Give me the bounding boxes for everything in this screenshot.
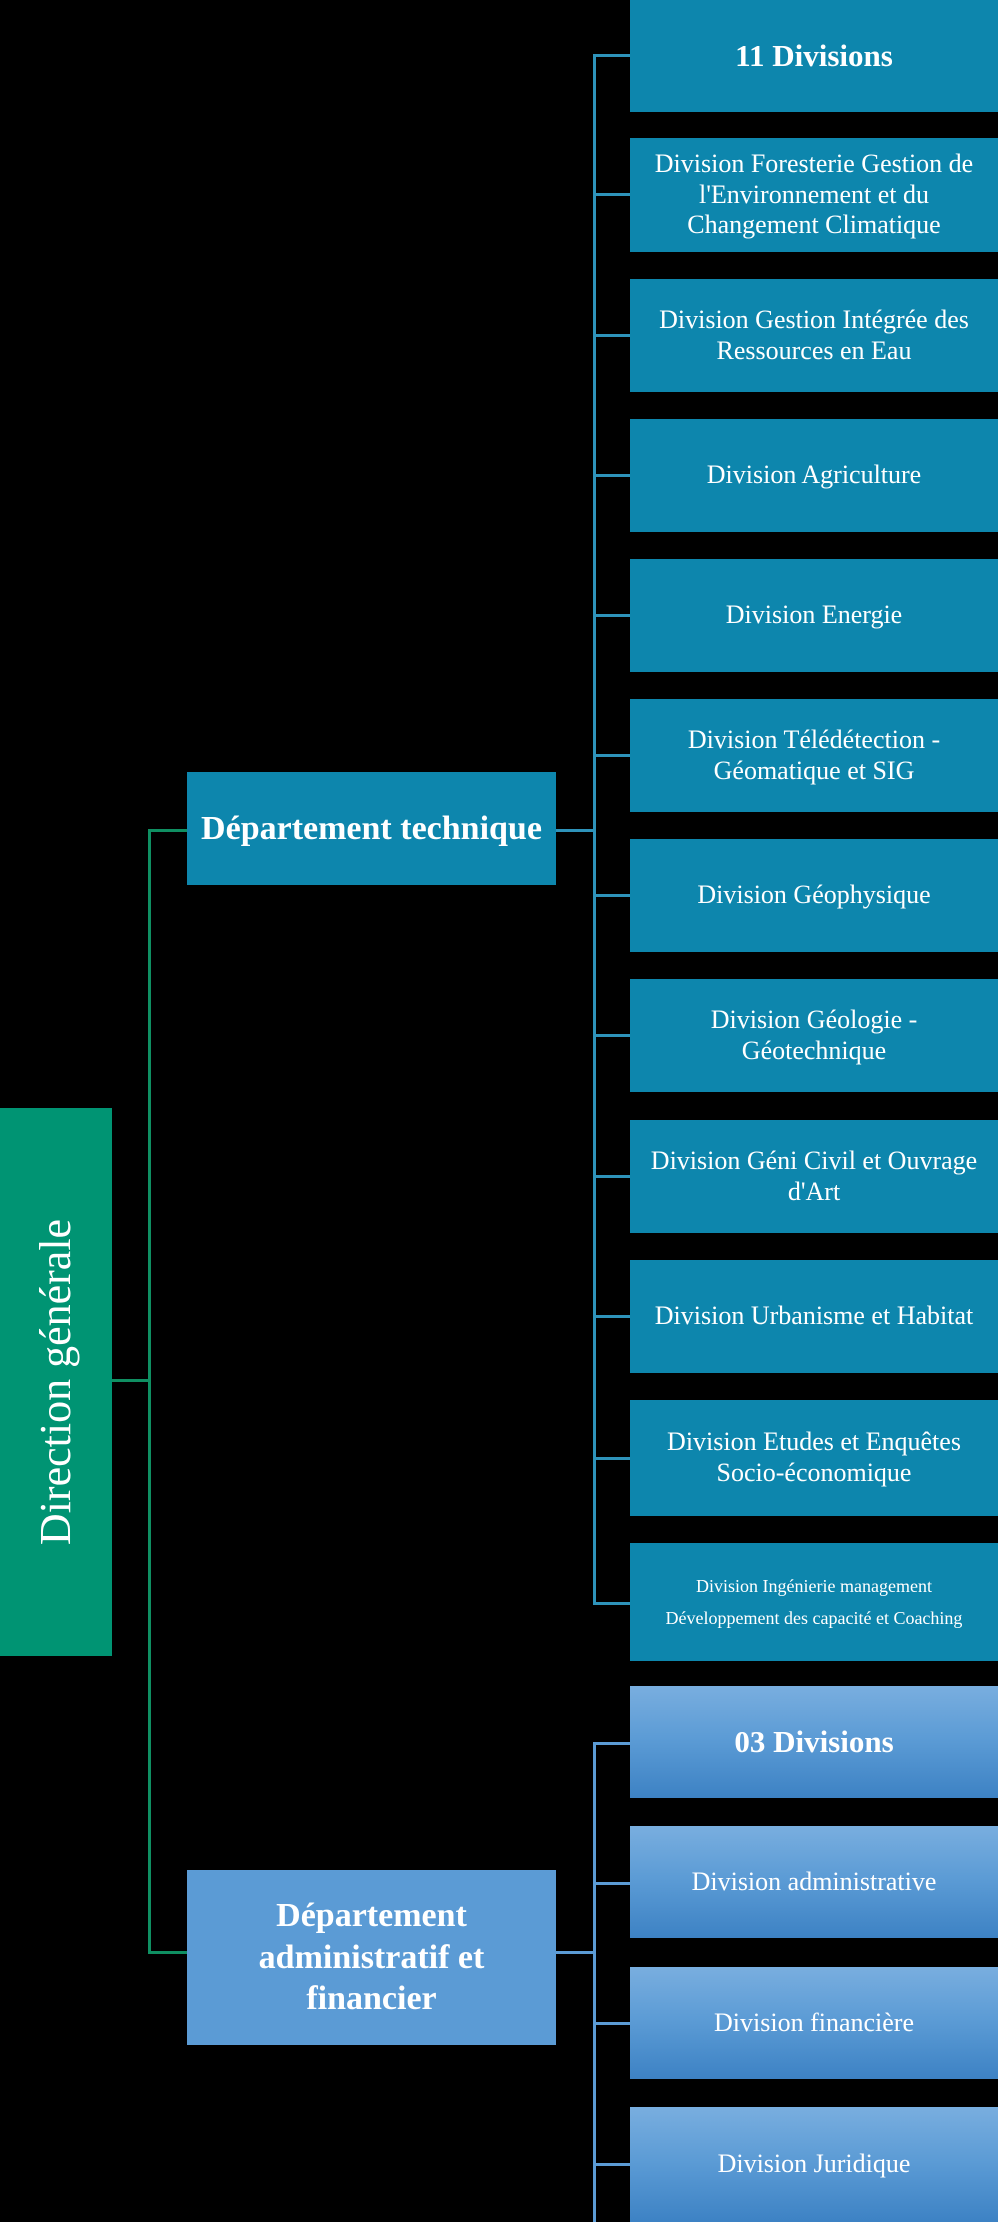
connector-branch-t2 xyxy=(593,334,631,337)
connector-root-stem xyxy=(112,1379,150,1382)
connector-branch-a3 xyxy=(593,2163,631,2166)
connector-branch-t7 xyxy=(593,1034,631,1037)
division-label: Division Urbanisme et Habitat xyxy=(654,1301,974,1331)
connector-administratif-stem xyxy=(556,1951,596,1954)
connector-branch-t3 xyxy=(593,474,631,477)
division-node-teledetection[interactable]: Division Télédétection - Géomatique et S… xyxy=(630,699,998,812)
division-node-geophysique[interactable]: Division Géophysique xyxy=(630,839,998,952)
connector-branch-t1 xyxy=(593,193,631,196)
division-label: Division financière xyxy=(714,2007,914,2037)
division-count-technique[interactable]: 11 Divisions xyxy=(630,0,998,112)
division-node-agriculture[interactable]: Division Agriculture xyxy=(630,419,998,532)
department-label-administratif-financier: Département administratif et financier xyxy=(258,1897,485,2018)
division-label: Division Energie xyxy=(725,600,903,630)
connector-branch-t8 xyxy=(593,1175,631,1178)
connector-branch-t4 xyxy=(593,614,631,617)
division-count-administratif[interactable]: 03 Divisions xyxy=(630,1686,998,1798)
connector-branch-a1 xyxy=(593,1882,631,1885)
connector-root-spine-lower xyxy=(148,1379,151,1954)
connector-branch-t0 xyxy=(593,54,631,57)
division-node-gestion-eau[interactable]: Division Gestion Intégrée des Ressources… xyxy=(630,279,998,392)
connector-branch-t9 xyxy=(593,1315,631,1318)
connector-branch-t10 xyxy=(593,1457,631,1460)
division-label: Division Agriculture xyxy=(706,460,922,490)
division-label: Division Juridique xyxy=(717,2149,911,2179)
division-label: Division Télédétection - Géomatique et S… xyxy=(687,724,941,785)
connector-root-to-technique xyxy=(148,829,188,832)
department-label-technique: Département technique xyxy=(201,809,542,847)
division-node-urbanisme[interactable]: Division Urbanisme et Habitat xyxy=(630,1260,998,1373)
division-label: Division Géophysique xyxy=(697,880,931,910)
connector-technique-spine xyxy=(593,54,596,1605)
connector-branch-a0 xyxy=(593,1742,631,1745)
division-label-line1: Division Ingénierie management xyxy=(696,1575,932,1596)
root-node-label: Direction générale xyxy=(31,1218,80,1546)
division-node-etudes-socio[interactable]: Division Etudes et Enquêtes Socio-économ… xyxy=(630,1400,998,1516)
division-count-label-administratif: 03 Divisions xyxy=(734,1723,894,1759)
department-node-technique[interactable]: Département technique xyxy=(187,772,556,885)
connector-administratif-spine xyxy=(593,1742,596,2222)
division-label: Division Foresterie Gestion de l'Environ… xyxy=(654,148,974,240)
division-count-label-technique: 11 Divisions xyxy=(735,37,893,73)
connector-technique-stem xyxy=(556,829,596,832)
division-node-geologie[interactable]: Division Géologie - Géotechnique xyxy=(630,979,998,1092)
division-label: Division administrative xyxy=(691,1866,937,1896)
department-node-administratif-financier[interactable]: Département administratif et financier xyxy=(187,1870,556,2045)
root-node-direction-generale[interactable]: Direction générale xyxy=(0,1108,112,1656)
connector-branch-a2 xyxy=(593,2022,631,2025)
division-node-foresterie[interactable]: Division Foresterie Gestion de l'Environ… xyxy=(630,138,998,252)
division-label: Division Géni Civil et Ouvrage d'Art xyxy=(650,1145,978,1206)
division-node-administrative[interactable]: Division administrative xyxy=(630,1826,998,1938)
connector-branch-t11 xyxy=(593,1602,631,1605)
division-node-geni-civil[interactable]: Division Géni Civil et Ouvrage d'Art xyxy=(630,1120,998,1233)
connector-root-spine xyxy=(148,829,151,1382)
division-label: Division Etudes et Enquêtes Socio-économ… xyxy=(667,1427,961,1487)
division-label: Division Gestion Intégrée des Ressources… xyxy=(659,304,969,365)
connector-root-to-administratif xyxy=(148,1951,188,1954)
division-node-juridique[interactable]: Division Juridique xyxy=(630,2107,998,2222)
connector-branch-t5 xyxy=(593,754,631,757)
division-node-energie[interactable]: Division Energie xyxy=(630,559,998,672)
division-node-financiere[interactable]: Division financière xyxy=(630,1967,998,2079)
connector-branch-t6 xyxy=(593,894,631,897)
division-label-line2: Développement des capacité et Coaching xyxy=(665,1608,963,1628)
division-label: Division Géologie - Géotechnique xyxy=(710,1004,918,1065)
